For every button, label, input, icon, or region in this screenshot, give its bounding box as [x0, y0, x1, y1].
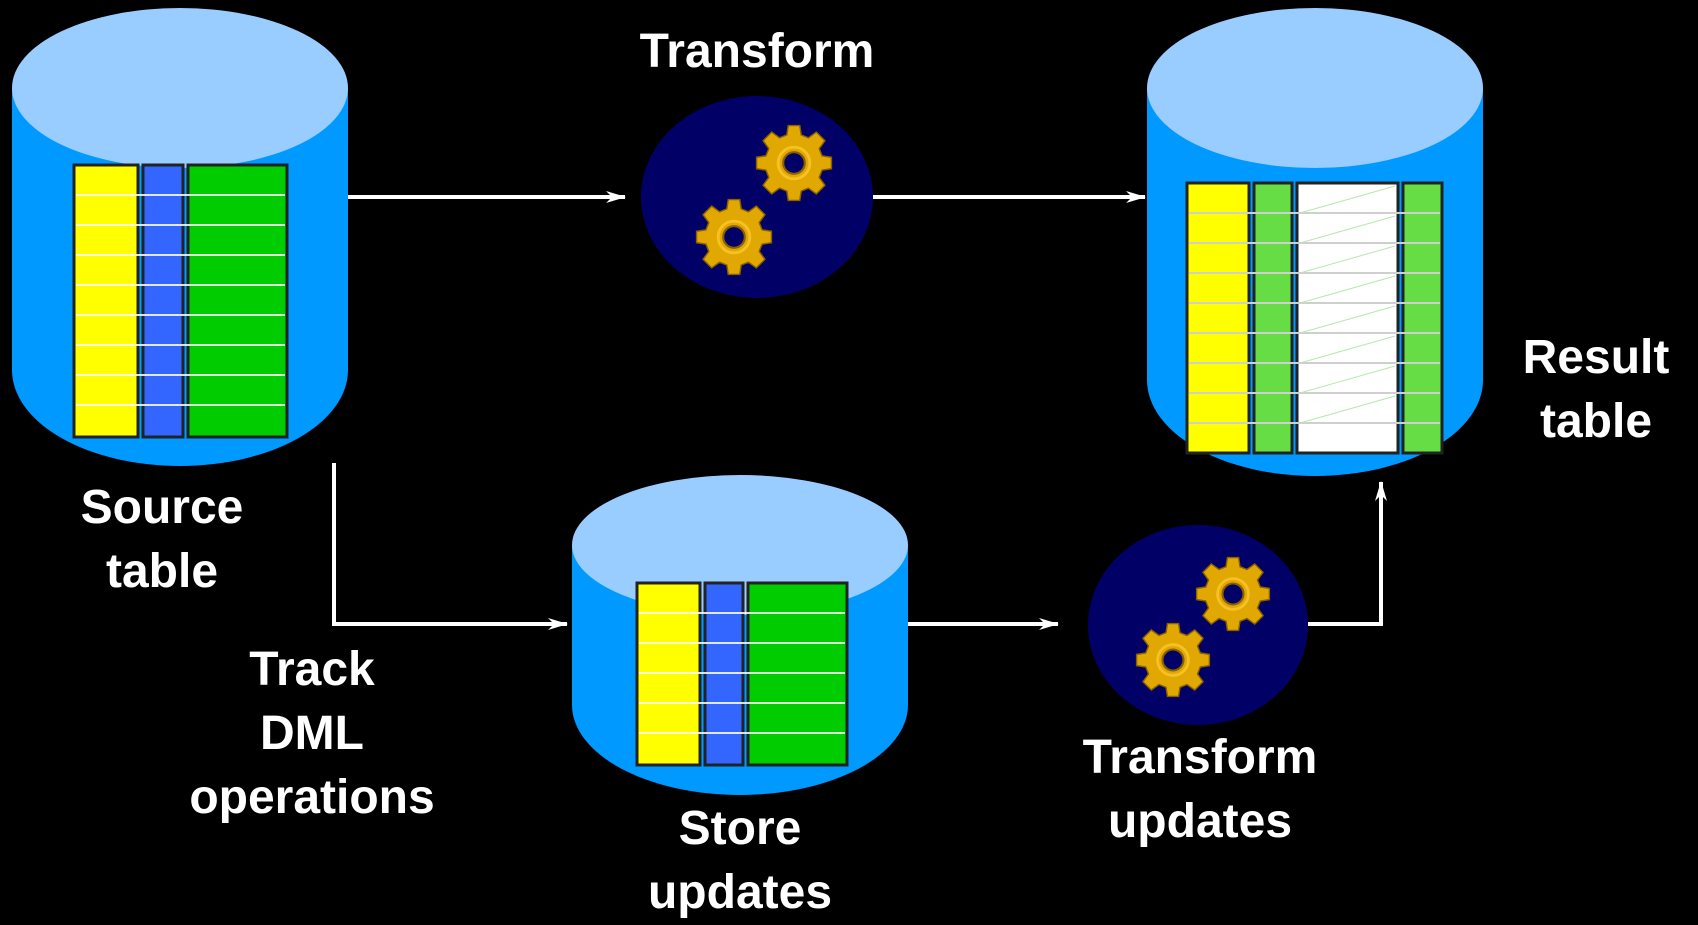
source-table-cylinder-icon	[12, 8, 348, 466]
store-updates-label: Store updates	[647, 802, 833, 919]
result-table-label: Result table	[1522, 331, 1670, 448]
store-updates-cylinder-icon	[572, 475, 908, 795]
transform-updates-gears-icon	[1088, 525, 1308, 725]
transform-gears-icon	[641, 96, 873, 298]
source-table-label: Source table	[80, 481, 244, 598]
track-dml-label: Track DML operations	[189, 643, 435, 824]
transform-label: Transform	[639, 25, 875, 78]
result-table-cylinder-icon	[1147, 8, 1483, 476]
transform-updates-label: Transform updates	[1082, 731, 1318, 848]
arrow-source-to-store	[332, 463, 568, 630]
arrow-transform-updates-to-result	[1308, 481, 1387, 626]
